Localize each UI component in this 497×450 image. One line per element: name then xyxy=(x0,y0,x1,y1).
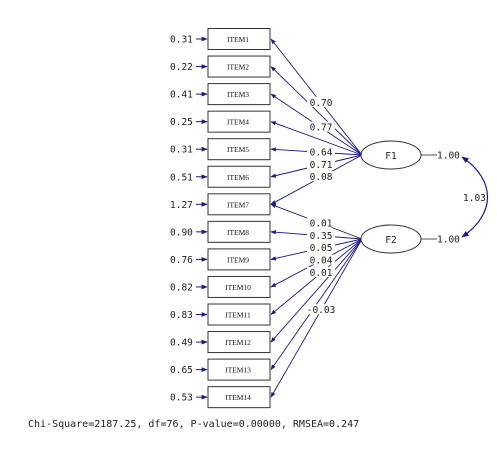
item-box xyxy=(207,138,271,161)
loading-label-bg xyxy=(307,229,336,240)
item-label: ITEM13 xyxy=(225,366,251,375)
item-label: ITEM1 xyxy=(227,35,249,44)
error-variance: 0.65 xyxy=(170,365,193,376)
error-variance: 0.51 xyxy=(170,172,193,183)
loading-label-bg xyxy=(307,217,336,228)
factor-ellipse xyxy=(360,140,422,170)
item-label: ITEM10 xyxy=(225,283,251,292)
error-variance: 0.31 xyxy=(170,145,193,156)
loading-value: -0.03 xyxy=(307,305,336,316)
item-box xyxy=(207,303,271,326)
item-box xyxy=(207,386,271,409)
item-label: ITEM2 xyxy=(227,63,249,72)
item-label: ITEM4 xyxy=(227,118,249,127)
error-variance: 0.49 xyxy=(170,338,193,349)
item-label: ITEM14 xyxy=(225,393,251,402)
factor-label: F1 xyxy=(385,151,397,162)
item-label: ITEM5 xyxy=(227,145,249,154)
error-variance: 0.90 xyxy=(170,227,193,238)
loading-label-bg xyxy=(307,146,336,157)
item-box xyxy=(207,248,271,271)
error-variance: 0.41 xyxy=(170,90,193,101)
loading-arrow xyxy=(270,121,363,156)
loading-value: 0.70 xyxy=(310,98,333,109)
loading-label-bg xyxy=(307,121,336,132)
loading-value: 0.77 xyxy=(310,123,333,134)
item-label: ITEM8 xyxy=(227,228,249,237)
loading-label-bg xyxy=(307,96,336,107)
error-variance: 0.31 xyxy=(170,35,193,46)
item-label: ITEM12 xyxy=(225,338,251,347)
item-label: ITEM6 xyxy=(227,173,249,182)
item-box xyxy=(207,220,271,243)
loading-label-bg xyxy=(307,158,336,169)
fit-statistics: Chi-Square=2187.25, df=76, P-value=0.000… xyxy=(28,419,359,430)
error-variance: 0.53 xyxy=(170,393,193,404)
covariance-value: 1.03 xyxy=(463,193,486,204)
loading-arrow xyxy=(270,66,363,156)
loading-value: 0.01 xyxy=(310,218,333,229)
item-box xyxy=(207,110,271,133)
loading-value: 0.01 xyxy=(310,268,333,279)
factor-ellipse xyxy=(360,224,422,254)
loading-label-bg xyxy=(307,171,336,182)
loading-arrow xyxy=(270,238,363,343)
item-label: ITEM3 xyxy=(227,90,249,99)
loading-value: 0.08 xyxy=(310,172,333,183)
loading-value: 0.64 xyxy=(310,147,333,158)
loading-label-bg xyxy=(307,242,336,253)
item-box xyxy=(207,193,271,216)
error-variance: 0.76 xyxy=(170,255,193,266)
factor-variance: 1.00 xyxy=(437,235,460,246)
loading-value: 0.35 xyxy=(310,231,333,242)
error-variance: 0.83 xyxy=(170,310,193,321)
loading-value: 0.71 xyxy=(310,160,333,171)
item-label: ITEM7 xyxy=(227,200,249,209)
item-box xyxy=(207,331,271,354)
loading-label-bg xyxy=(307,266,336,277)
error-variance: 0.22 xyxy=(170,62,193,73)
loading-label-bg xyxy=(307,304,336,315)
item-box xyxy=(207,275,271,298)
factor-label: F2 xyxy=(385,235,396,246)
item-label: ITEM11 xyxy=(225,311,251,320)
error-variance: 0.82 xyxy=(170,282,193,293)
item-box xyxy=(207,358,271,381)
item-box xyxy=(207,165,271,188)
loading-arrow xyxy=(270,238,363,398)
covariance-curve xyxy=(461,156,488,238)
loading-value: 0.05 xyxy=(310,243,333,254)
loading-value: 0.04 xyxy=(310,256,333,267)
loading-label-bg xyxy=(307,254,336,265)
item-box xyxy=(207,28,271,50)
labels-layer: ITEM10.31ITEM20.22ITEM30.41ITEM40.25ITEM… xyxy=(170,35,486,404)
item-box xyxy=(207,55,271,78)
error-variance: 0.25 xyxy=(170,117,193,128)
nodes-layer xyxy=(207,28,422,409)
error-variance: 1.27 xyxy=(170,200,193,211)
item-label: ITEM9 xyxy=(227,255,249,264)
factor-variance: 1.00 xyxy=(437,151,460,162)
item-box xyxy=(207,83,271,106)
